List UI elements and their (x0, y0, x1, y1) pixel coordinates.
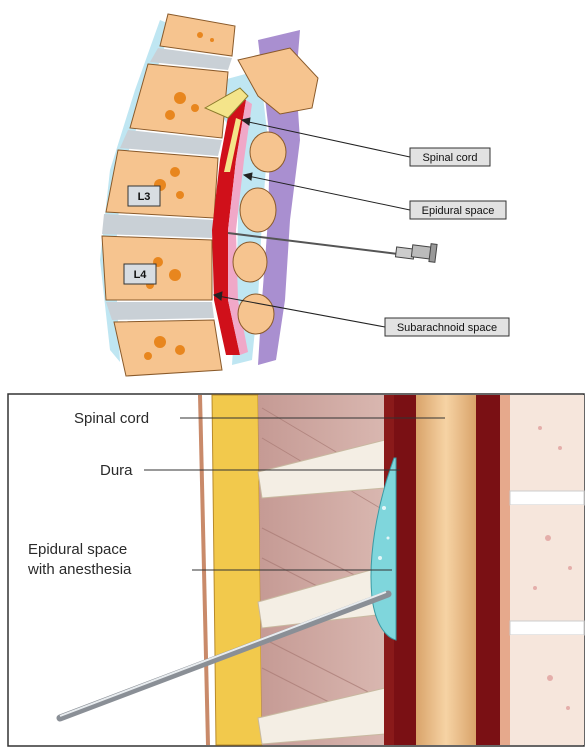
vertebra-label-text: L4 (134, 269, 148, 281)
vertebral-body (114, 320, 222, 376)
spinous-process (250, 132, 286, 172)
spinal-cord (416, 395, 476, 745)
posterior-ligament (500, 395, 510, 745)
label-spinal-cord: Spinal cord (74, 410, 149, 427)
spinous-process (233, 242, 267, 282)
label-text: Epidural space (28, 541, 127, 558)
vertebra-label-l3: L3 (128, 186, 160, 206)
intervertebral-disc (102, 214, 214, 238)
spinous-process (238, 294, 274, 334)
vertebral-bodies (102, 14, 235, 376)
label-text: with anesthesia (27, 561, 132, 578)
callout-epidural-space: Epidural space (410, 201, 506, 219)
callout-text: Subarachnoid space (397, 322, 497, 334)
spinous-process (240, 188, 276, 232)
vertebral-bodies-bottom (510, 395, 584, 745)
callout-spinal-cord: Spinal cord (410, 148, 490, 166)
label-text: Dura (100, 462, 133, 479)
callout-text: Epidural space (422, 205, 495, 217)
callout-subarachnoid-space: Subarachnoid space (385, 318, 509, 336)
label-text: Spinal cord (74, 410, 149, 427)
label-dura: Dura (100, 462, 133, 479)
vertebra-label-text: L3 (138, 191, 151, 203)
intervertebral-disc (106, 302, 214, 320)
vertebra-label-l4: L4 (124, 264, 156, 284)
dura-layer (394, 395, 416, 745)
lumbar-spine-illustration: L3 L4 Spinal cord Epidural space Subarac… (0, 0, 585, 388)
callout-text: Spinal cord (422, 152, 477, 164)
dura-layer-right (476, 395, 500, 745)
vertebral-body (102, 236, 212, 300)
epidural-injection-illustration: Spinal cord Dura Epidural space with ane… (0, 388, 585, 748)
